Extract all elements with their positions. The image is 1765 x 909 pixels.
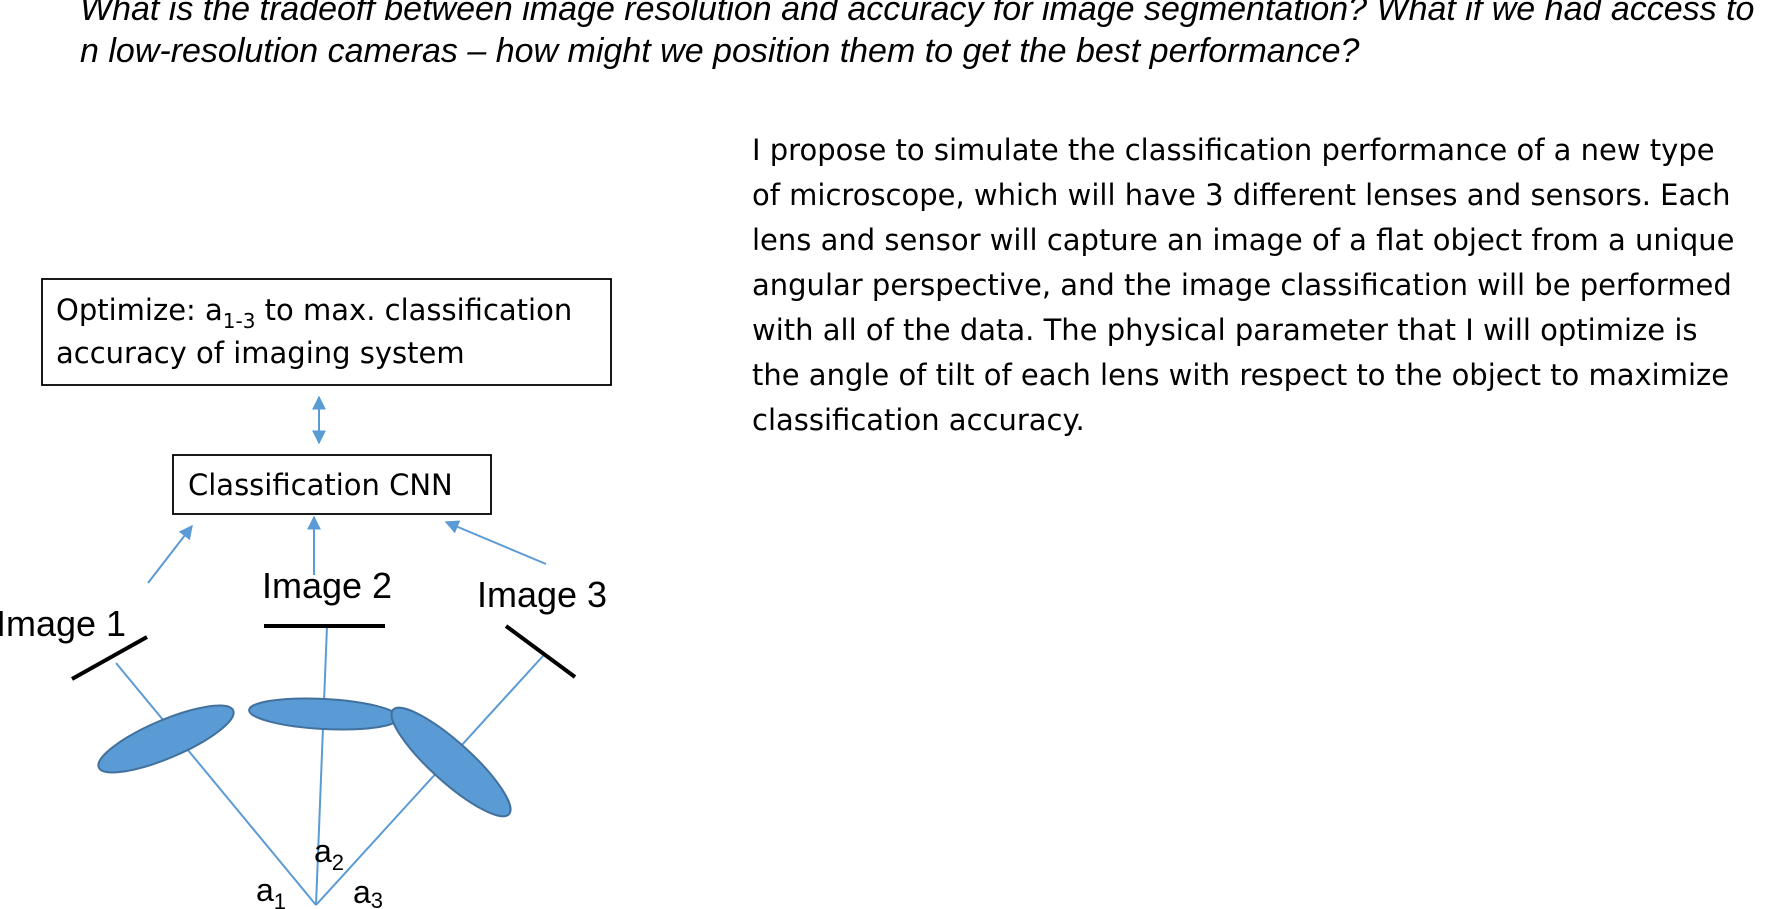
ray-1 [115, 662, 317, 906]
ray-3 [315, 655, 544, 906]
cnn-label: Classification CNN [188, 468, 453, 502]
sensor-1 [71, 635, 148, 681]
question-text: What is the tradeoff between image resol… [80, 0, 1755, 70]
lens-3 [390, 706, 512, 818]
arrow-image1-to-cnn [147, 524, 193, 584]
angle-a2-label: a2 [314, 833, 344, 875]
cnn-box: Classification CNN [172, 454, 492, 515]
arrow-image3-to-cnn [444, 520, 547, 565]
proposal-text: I propose to simulate the classification… [752, 133, 1735, 437]
sensor-3 [504, 624, 577, 679]
optimize-line2: accuracy of imaging system [56, 336, 465, 370]
angle-a1-label: a1 [256, 872, 286, 909]
optimize-line1: Optimize: a1-3 to max. classification [56, 293, 572, 333]
image1-label: Image 1 [0, 603, 126, 644]
angle-a3-label: a3 [353, 874, 383, 909]
lens-2 [248, 697, 400, 731]
image2-label: Image 2 [262, 565, 392, 606]
image3-label: Image 3 [477, 574, 607, 615]
optimize-box: Optimize: a1-3 to max. classification ac… [41, 278, 612, 386]
lens-1 [97, 704, 235, 774]
ray-2 [315, 625, 328, 906]
